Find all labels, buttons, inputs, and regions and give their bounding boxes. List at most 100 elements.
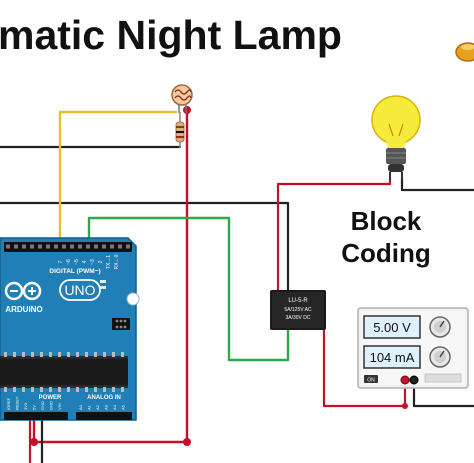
chip-pin — [22, 387, 25, 392]
current-knob[interactable] — [429, 346, 451, 368]
header-pin-hole — [110, 244, 114, 249]
analog-header — [76, 412, 132, 420]
relay-label-1: LU-5-R — [288, 298, 308, 304]
digital-pin-label: RX←0 — [114, 254, 120, 269]
icsp-header — [112, 318, 130, 330]
uno-model-label: UNO — [64, 282, 95, 298]
junction-dot — [30, 438, 38, 446]
resistor — [175, 112, 185, 148]
digital-header — [4, 242, 132, 252]
chip-pin — [121, 352, 124, 357]
header-pin-hole — [22, 244, 26, 249]
chip-pin — [31, 352, 34, 357]
output-terminal-black — [409, 375, 419, 385]
power-pin-label: GND — [40, 401, 45, 410]
power-pin-label: GND — [49, 401, 54, 410]
power-supply: 5.00 V 104 mA ON — [357, 307, 469, 389]
wire-red-5v-bus — [32, 418, 189, 444]
chip-pin — [85, 387, 88, 392]
arduino-brand-label: ARDUINO — [5, 305, 42, 314]
page-title: matic Night Lamp — [0, 12, 342, 58]
header-pin-hole — [54, 244, 58, 249]
junction-dot — [402, 403, 408, 409]
light-bulb-icon — [371, 95, 421, 180]
power-header — [4, 412, 68, 420]
lamp-emoji-icon — [455, 42, 474, 62]
atmega-chip — [0, 352, 128, 392]
ldr-sensor — [171, 84, 193, 113]
power-pin-label: 3V3 — [23, 402, 28, 410]
chip-pin — [49, 352, 52, 357]
junction-dot — [183, 438, 191, 446]
block-coding-line-2: Coding — [341, 238, 431, 268]
header-pin-hole — [70, 244, 74, 249]
voltage-knob[interactable] — [429, 316, 451, 338]
chip-pin — [58, 352, 61, 357]
chip-pin — [112, 352, 115, 357]
digital-pin-label: 2 — [98, 260, 104, 263]
digital-pwm-label: DIGITAL (PWM~) — [49, 268, 100, 275]
current-display — [363, 345, 421, 369]
power-switch[interactable] — [364, 375, 378, 383]
chip-pin — [13, 387, 16, 392]
relay-module: LU-5-R 5A/125V AC 3A/30V DC — [270, 290, 326, 330]
header-pin-hole — [46, 244, 50, 249]
voltage-display — [363, 315, 421, 339]
output-terminal-red — [400, 375, 410, 385]
chip-pin — [76, 387, 79, 392]
chip-pin — [112, 387, 115, 392]
chip-pin — [4, 387, 7, 392]
junction-dot — [183, 106, 191, 114]
chip-pin — [40, 387, 43, 392]
block-coding-line-1: Block — [350, 206, 422, 236]
wire-yellow-ldr-signal — [58, 110, 178, 250]
chip-pin — [85, 352, 88, 357]
chip-pin — [40, 352, 43, 357]
header-pin-hole — [126, 244, 130, 249]
block-coding-label: Block Coding — [336, 205, 436, 269]
chip-pin — [58, 387, 61, 392]
wires — [0, 108, 474, 463]
analog-pin-label: A0 — [78, 404, 83, 410]
chip-pin — [67, 387, 70, 392]
chip-pin — [103, 387, 106, 392]
voltage-readout: 5.00 V — [373, 320, 411, 335]
analog-header-label: ANALOG IN — [87, 395, 121, 401]
digital-pin-label: ~3 — [90, 259, 96, 265]
uno-badge — [59, 279, 101, 301]
power-pin-label: VIN — [57, 403, 62, 410]
chip-pin — [94, 387, 97, 392]
chip-pin — [76, 352, 79, 357]
header-pin-hole — [102, 244, 106, 249]
analog-pin-label: A1 — [87, 404, 92, 410]
chip-pin — [31, 387, 34, 392]
power-pin-label: RESET — [15, 396, 20, 410]
chip-pin — [49, 387, 52, 392]
chip-pin — [121, 387, 124, 392]
header-pin-hole — [78, 244, 82, 249]
digital-pin-label: ~5 — [74, 259, 80, 265]
wire-red-relay-lamp — [276, 176, 392, 298]
power-pin-label: IOREF — [6, 397, 11, 410]
header-pin-hole — [62, 244, 66, 249]
header-pin-hole — [6, 244, 10, 249]
chip-pin — [22, 352, 25, 357]
analog-pin-label: A3 — [104, 404, 109, 410]
arduino-logo-icon — [4, 281, 42, 301]
wire-black-lamp-return — [400, 176, 474, 192]
header-pin-hole — [118, 244, 122, 249]
header-pin-hole — [14, 244, 18, 249]
wire-green-relay-signal — [87, 216, 290, 362]
digital-pin-label: ~6 — [66, 259, 72, 265]
wire-black-supply — [412, 383, 474, 408]
analog-pin-label: A4 — [112, 404, 117, 410]
power-pin-label: 5V — [32, 405, 37, 410]
chip-pin — [94, 352, 97, 357]
power-switch-label: ON — [367, 378, 375, 384]
analog-pin-label: A2 — [95, 404, 100, 410]
header-pin-hole — [94, 244, 98, 249]
header-pin-hole — [86, 244, 90, 249]
digital-pin-label: 4 — [82, 260, 88, 263]
current-readout: 104 mA — [370, 350, 415, 365]
